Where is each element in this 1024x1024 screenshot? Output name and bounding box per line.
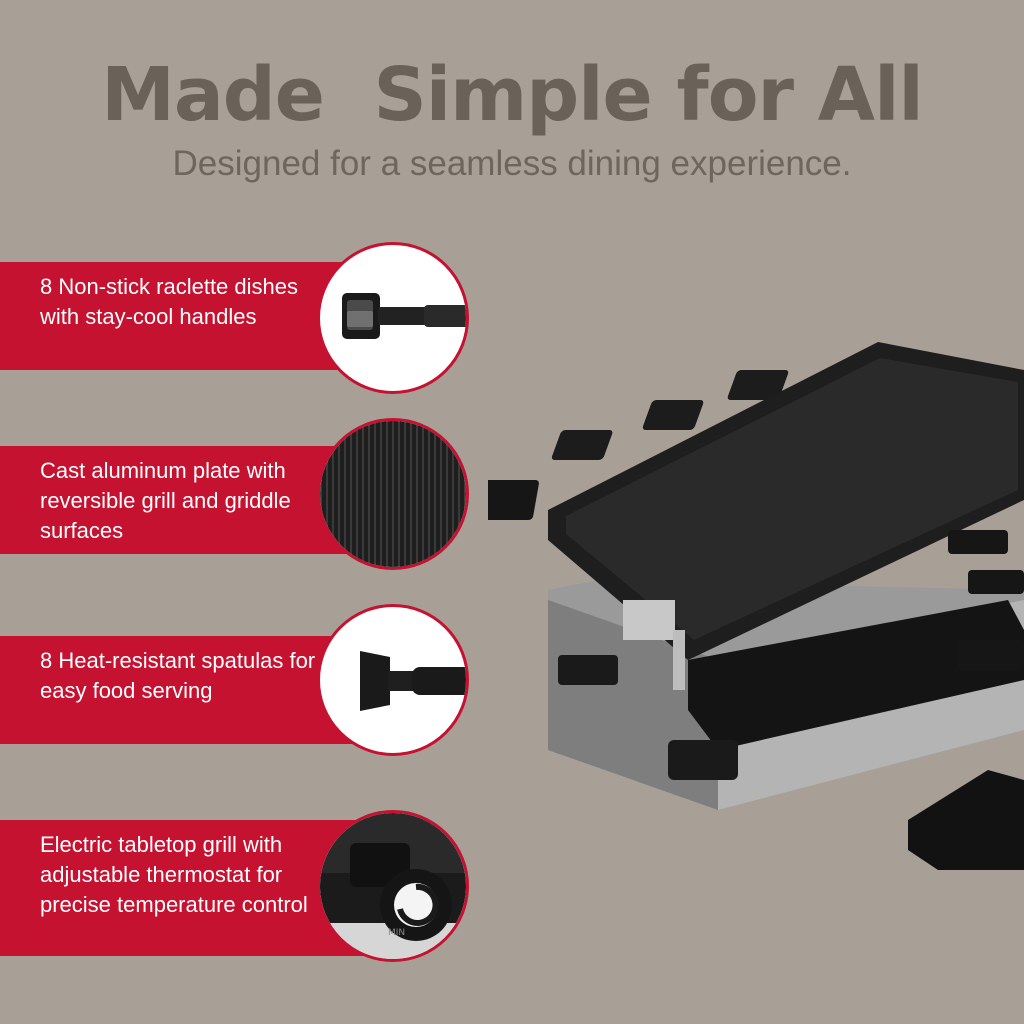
feature-text-spatulas: 8 Heat-resistant spatulas for easy food … xyxy=(40,648,316,703)
feature-text-thermostat: Electric tabletop grill with adjustable … xyxy=(40,832,308,917)
page-title: Made Simple for All xyxy=(101,52,924,138)
page-subtitle: Designed for a seamless dining experienc… xyxy=(172,144,852,183)
knob-min-label: MIN xyxy=(388,928,405,938)
feature-text-dishes: 8 Non-stick raclette dishes with stay-co… xyxy=(40,274,298,329)
raclette-grill-image xyxy=(488,330,1024,870)
feature-text-plate: Cast aluminum plate with reversible gril… xyxy=(40,458,291,543)
grill-plate-texture-icon xyxy=(317,418,469,570)
raclette-dish-icon xyxy=(317,242,469,394)
spatula-icon xyxy=(317,604,469,756)
thermostat-knob-icon: MIN xyxy=(317,810,469,962)
